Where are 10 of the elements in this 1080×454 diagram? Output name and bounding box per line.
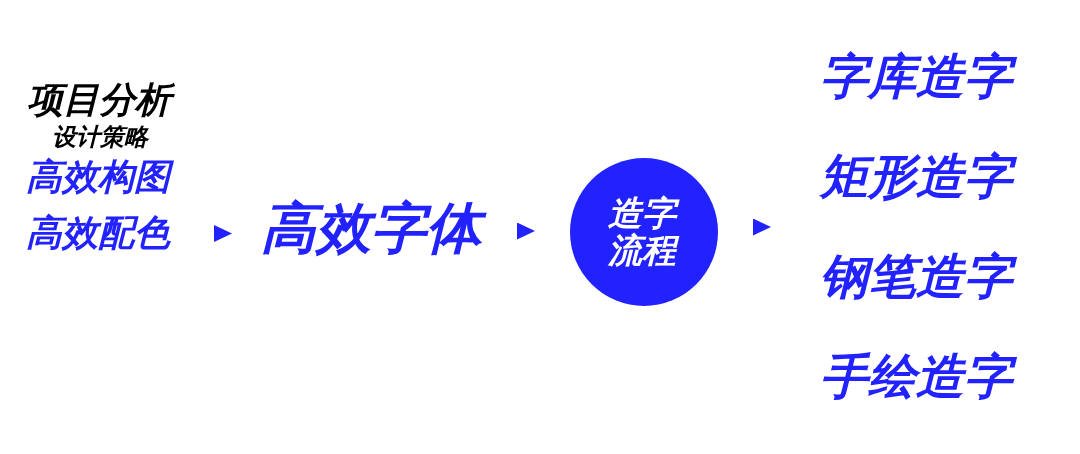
heading-text: 项目分析 bbox=[27, 79, 177, 121]
list-item-text: 钢笔造字 bbox=[820, 249, 1020, 305]
list-item-text: 高效构图 bbox=[26, 156, 176, 198]
keyword-text: 高效字体 bbox=[261, 197, 490, 261]
list-item-text: 手绘造字 bbox=[820, 349, 1020, 405]
list-item-text: 高效配色 bbox=[26, 212, 172, 254]
list-item-text: 字库造字 bbox=[820, 49, 1020, 105]
circle-label: 造字流程 bbox=[607, 195, 681, 269]
subheading-text: 设计策略 bbox=[52, 124, 150, 152]
list-item-text: 矩形造字 bbox=[820, 149, 1020, 205]
